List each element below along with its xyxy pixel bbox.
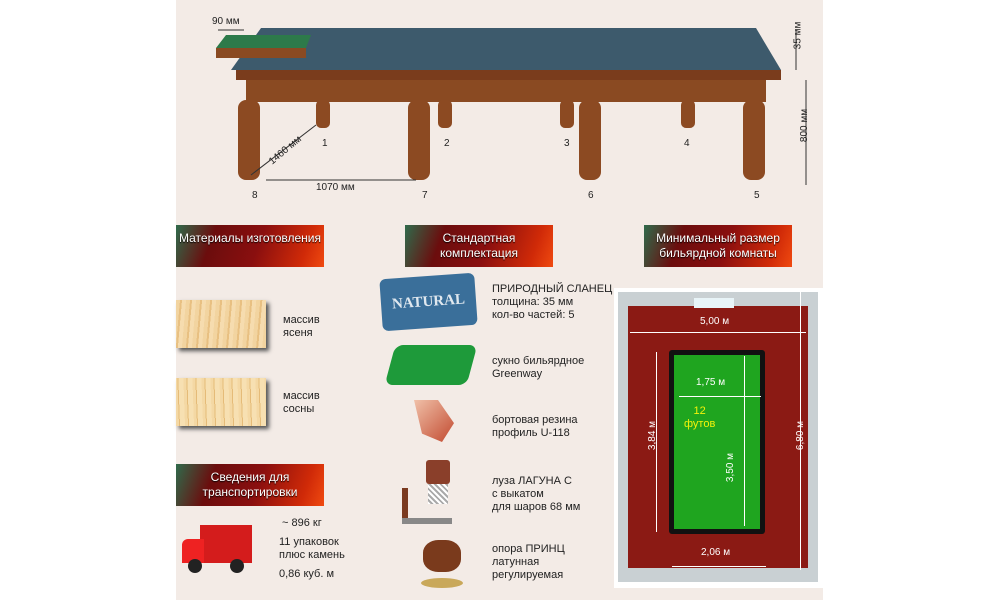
play-length-label: 3,50 м: [725, 452, 737, 483]
window: [694, 298, 734, 308]
billiard-table: [669, 350, 765, 534]
cushion-width-label: 90 мм: [212, 16, 240, 27]
room-header: Минимальный размер бильярдной комнаты: [644, 225, 792, 267]
leg-number: 1: [322, 138, 328, 149]
leg-support-icon: [421, 540, 463, 590]
standard-header: Стандартная комплектация: [405, 225, 553, 267]
leg-number: 5: [754, 190, 760, 201]
table-frame: [246, 80, 766, 102]
transport-volume: 0,86 куб. м: [279, 568, 334, 580]
transport-header: Сведения для транспортировки: [176, 464, 324, 506]
leg-number: 8: [252, 190, 258, 201]
cloth-icon: [384, 345, 478, 385]
delivery-truck-icon: [182, 525, 262, 573]
table-height-label: 800 мм: [799, 108, 811, 143]
ash-wood-image: [176, 300, 266, 348]
natural-slate-icon: NATURAL: [379, 272, 478, 332]
play-width-label: 1,75 м: [696, 377, 726, 388]
slate-thickness-label: 35 мм: [792, 21, 804, 50]
leg-number: 2: [444, 138, 450, 149]
table-leg: [743, 100, 765, 180]
table-outer-length-label: 3,84 м: [647, 420, 659, 451]
pine-wood-image: [176, 378, 266, 426]
leg-number: 7: [422, 190, 428, 201]
transport-packages: 11 упаковок плюс камень: [279, 536, 345, 561]
leg-number: 3: [564, 138, 570, 149]
material-pine: массив сосны: [283, 390, 320, 415]
cushion-section: [216, 35, 311, 48]
table-leg: [408, 100, 430, 180]
leg-number: 4: [684, 138, 690, 149]
transport-weight: ~ 896 кг: [282, 517, 322, 529]
pocket-icon: [402, 458, 462, 530]
table-top: [231, 28, 781, 70]
leg-number: 6: [588, 190, 594, 201]
room-width-label: 5,00 м: [700, 316, 730, 327]
room-plan: [614, 288, 823, 588]
table-outer-width-label: 2,06 м: [701, 547, 731, 558]
table-leg: [238, 100, 260, 180]
materials-header: Материалы изготовления: [176, 225, 324, 267]
rubber-cushion-icon: [414, 400, 454, 442]
infographic: 90 мм 35 мм 800 мм 1460 мм 1070 мм 1 2 3…: [176, 0, 823, 600]
room-length-label: 6,80 м: [795, 420, 807, 451]
material-ash: массив ясеня: [283, 314, 320, 339]
leg-spacing-label: 1070 мм: [316, 182, 355, 193]
table-leg: [579, 100, 601, 180]
table-diagram: [216, 28, 807, 185]
